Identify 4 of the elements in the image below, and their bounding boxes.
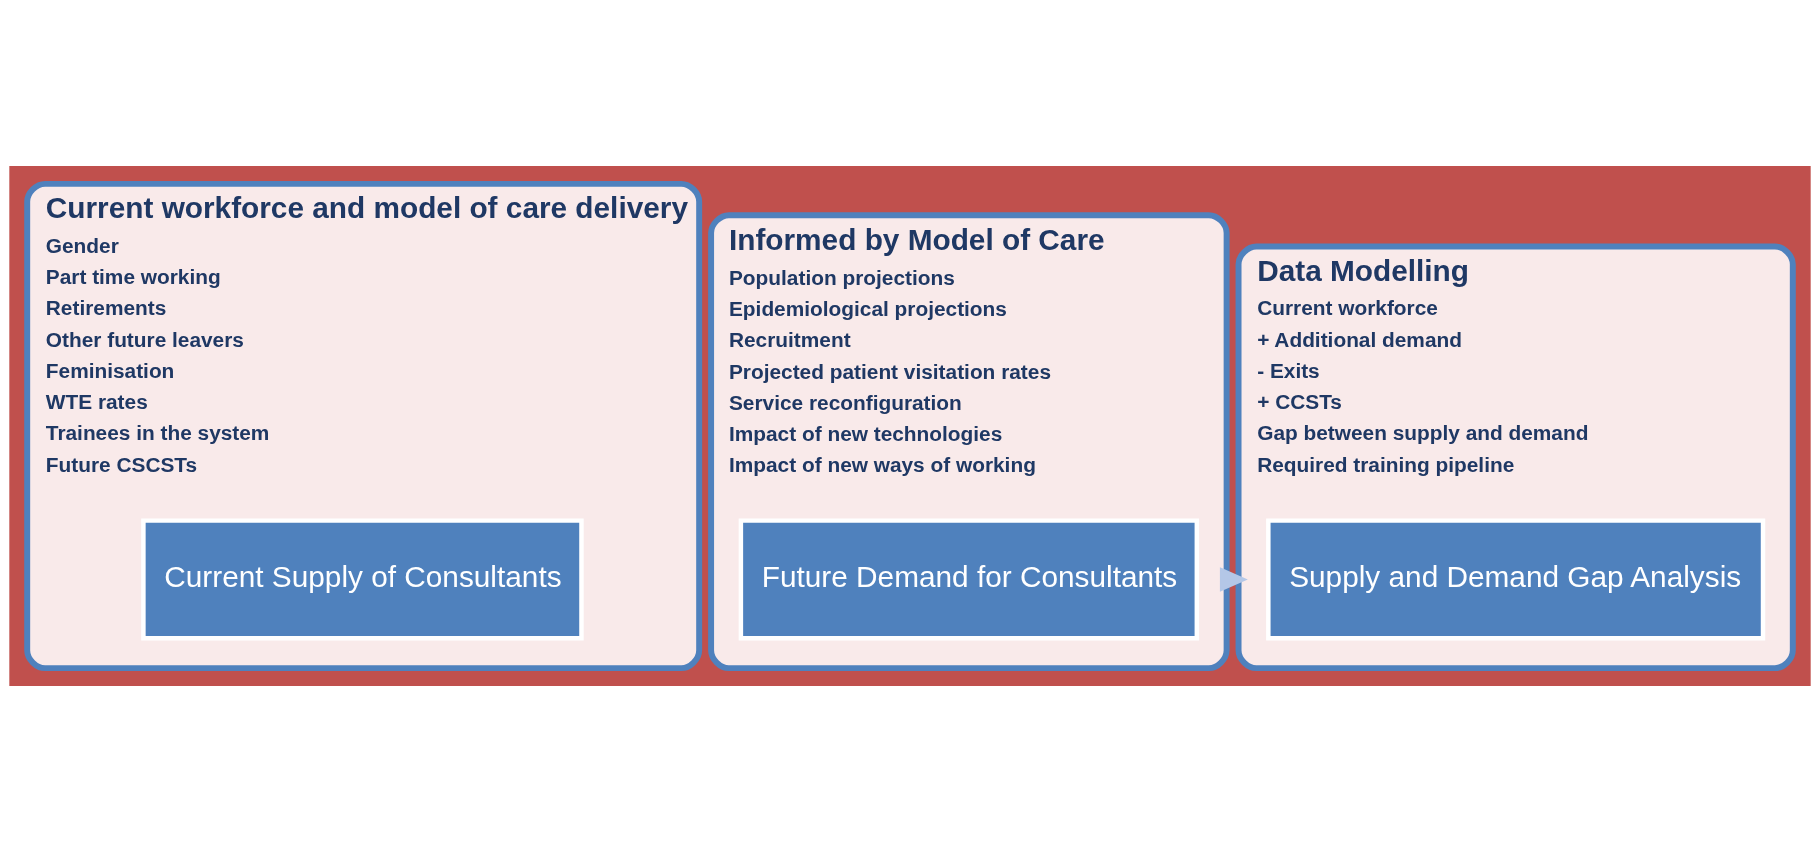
node-box: Supply and Demand Gap Analysis xyxy=(1266,517,1766,641)
arrow xyxy=(1219,566,1248,592)
node-box: Current Supply of Consultants xyxy=(141,517,584,641)
node-box: Future Demand for Consultants xyxy=(738,517,1200,641)
